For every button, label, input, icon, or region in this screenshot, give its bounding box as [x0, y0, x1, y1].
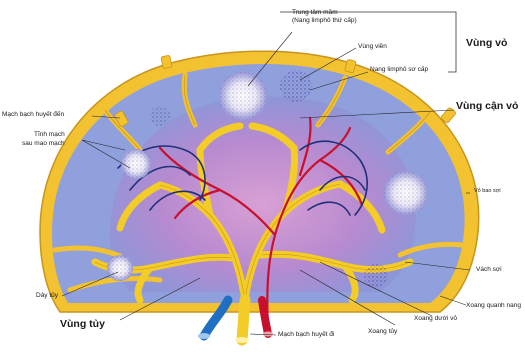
- label-primary-nodule: Nang limphô sơ cấp: [370, 66, 428, 73]
- nodule-right: [384, 171, 428, 215]
- label-medullary-sinus: Xoang tủy: [368, 328, 397, 335]
- label-subcapsular-sinus: Xoang dưới vỏ: [414, 315, 457, 322]
- label-capsule: Vỏ bao sợi: [474, 188, 501, 194]
- primary-nodule: [280, 70, 312, 102]
- nodule-bottom-left: [107, 255, 133, 281]
- label-trabecular-sinus: Xoang quanh nang: [466, 302, 521, 309]
- nodule-bottom-right: [364, 264, 388, 288]
- germinal-center-nodule: [219, 72, 267, 120]
- label-medullary-cords: Dây tủy: [36, 292, 58, 299]
- label-efferent-lymphatic: Mạch bạch huyết đi: [278, 331, 334, 338]
- nodule-left: [121, 149, 151, 179]
- label-cortex: Vùng vỏ: [466, 37, 507, 49]
- label-cortex-region: Vùng viền: [358, 43, 387, 50]
- label-secondary-nodule: (Nang limphô thứ cấp): [292, 17, 357, 24]
- label-paracortex: Vùng cận vỏ: [456, 100, 518, 112]
- label-germinal-center: Trung tâm mầm: [292, 9, 338, 16]
- nodule-small: [150, 106, 170, 126]
- label-venule-line1: Tĩnh mạch: [34, 131, 65, 138]
- label-medulla: Vùng tủy: [60, 318, 105, 330]
- label-venule-line2: sau mao mạch: [22, 140, 65, 147]
- label-trabecula: Vách sợi: [476, 266, 502, 273]
- label-afferent-lymphatic: Mạch bạch huyết đến: [2, 111, 64, 118]
- efferent-lymphatic: [242, 300, 245, 340]
